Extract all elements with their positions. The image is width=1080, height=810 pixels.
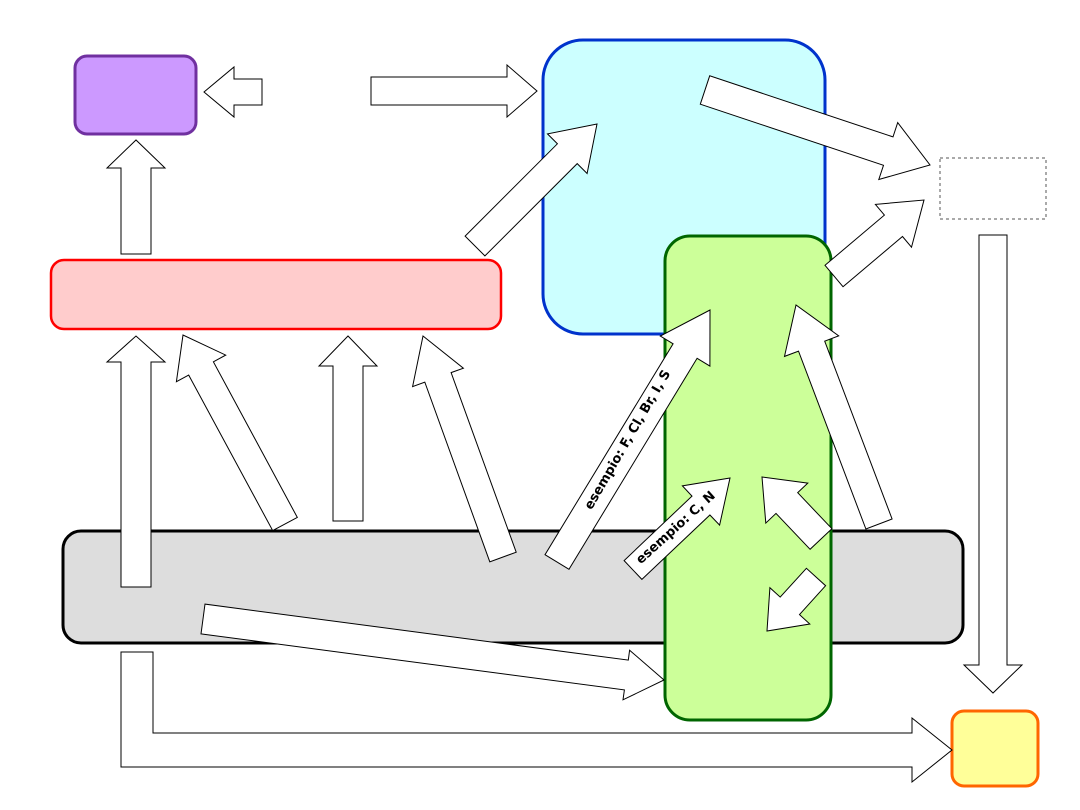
green-box [663,234,833,722]
arrow-red-to-purple [105,139,167,255]
arrow-green-to-dashed [824,199,925,288]
arrow-cn-into-green [623,477,731,581]
arrow-to-cyan-right [370,63,538,119]
arrow-gray-to-green [200,603,665,701]
purple-box [73,54,198,136]
arrow-to-purple-left [203,65,263,119]
arrow-right-into-green [761,476,833,551]
arrow-green-down-left [766,567,827,632]
arrow-gray-to-red-3 [317,335,379,522]
arrow-gray-to-red-4 [411,335,517,563]
arrow-dashed-to-yellow [962,234,1024,694]
yellow-box [950,709,1040,788]
red-box [49,258,503,331]
arrow-red-to-cyan [464,123,598,257]
arrow-halogens-to-cyan [544,309,711,570]
arrow-cyan-to-dashed [699,75,931,181]
dashed-box [939,157,1047,220]
arrow-gray-to-red-2 [175,334,298,532]
halogens-example-label: esempio: F, Cl, Br, I, S [582,368,674,513]
arrow-green-to-cyan [783,304,893,530]
arrow-gray-to-yellow [120,651,953,784]
arrow-gray-to-red-1 [105,335,167,588]
